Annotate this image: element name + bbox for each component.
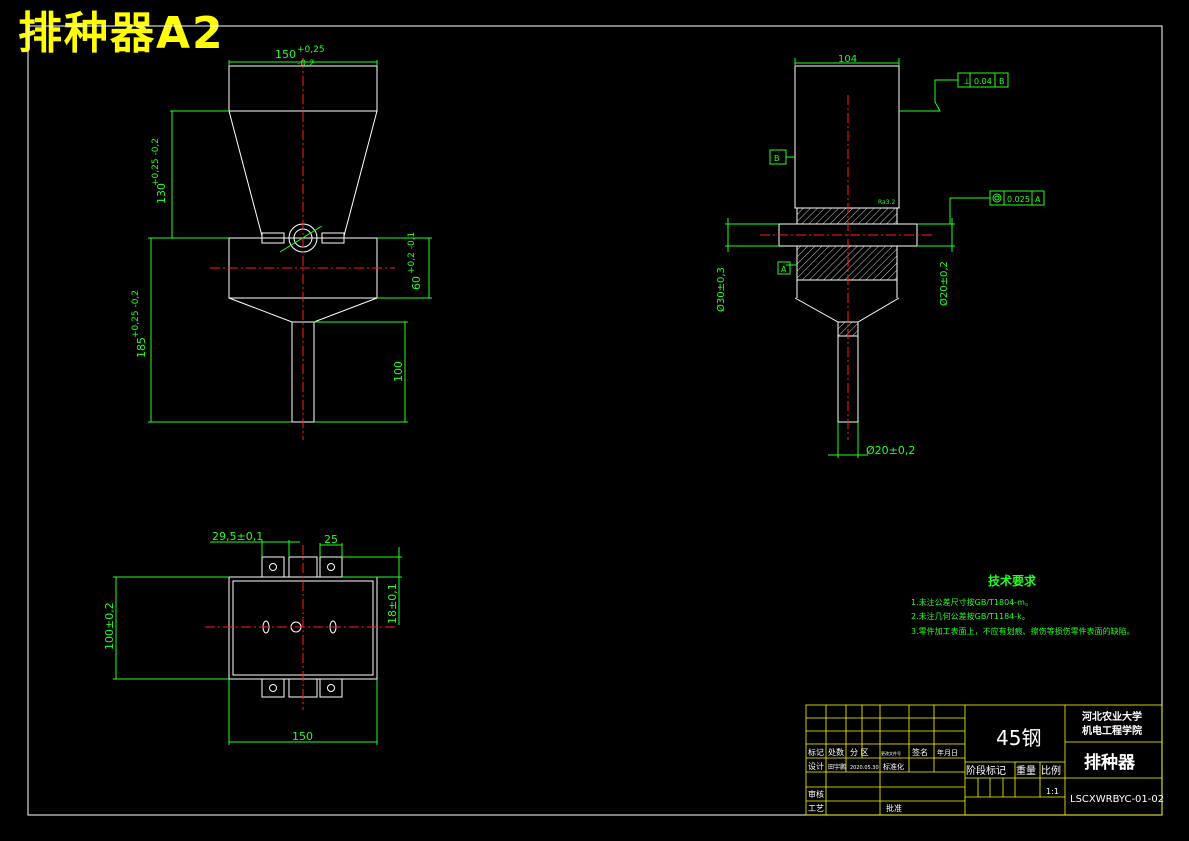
side-centerlines <box>760 95 935 440</box>
design-label: 设计 <box>808 761 824 771</box>
datum-b-box <box>769 149 787 165</box>
tech-notes-heading: 技术要求 <box>988 573 1037 588</box>
dim-top-width-lower: -0,2 <box>297 59 315 69</box>
plan-centerlines <box>205 545 395 710</box>
side-hopper <box>794 65 900 209</box>
dim-body-height-tol: +0,2 -0,1 <box>407 232 417 274</box>
hopper-left-edge <box>228 110 263 237</box>
tol-perp-ref: B <box>999 77 1005 86</box>
dim-plan-height: 100±0,2 <box>103 602 116 650</box>
dim-plan-small: 18±0,1 <box>386 583 399 624</box>
row-mark-1: 处数 <box>828 747 844 757</box>
design-date: 2020.05.30 <box>850 765 879 771</box>
process-label: 工艺 <box>808 804 824 813</box>
dim-body-height: 60 <box>410 276 423 290</box>
plan-dimension-lines <box>113 540 402 745</box>
side-dimension-lines <box>725 58 990 458</box>
row-mark-2: 分 区 <box>850 748 869 757</box>
roughness-label: Ra3.2 <box>878 199 895 206</box>
dim-side-dia30: Ø30±0,3 <box>715 267 727 312</box>
side-lower-taper <box>794 297 900 323</box>
drawing-title: 排种器A2 <box>18 8 225 59</box>
tol-perp-value: 0.04 <box>974 77 992 86</box>
stage-label: 阶段标记 <box>966 764 1006 777</box>
std-label: 标准化 <box>883 762 904 771</box>
datum-a-box <box>777 261 791 275</box>
approve-label: 批准 <box>886 803 902 813</box>
dim-top-width: 150 <box>275 48 296 61</box>
geometric-tolerance-frames <box>769 72 1045 275</box>
svg-text:⊥: ⊥ <box>963 77 971 87</box>
part-name: 排种器 <box>1084 752 1136 773</box>
front-dimension-lines <box>148 60 432 423</box>
dim-side-dia20-right: Ø20±0,2 <box>938 261 950 306</box>
dim-side-top-width: 104 <box>838 54 857 65</box>
side-view <box>778 65 918 423</box>
weight-label: 重量 <box>1016 764 1036 777</box>
school-line-2: 机电工程学院 <box>1082 724 1142 737</box>
dim-total-height-tol: +0,25 -0,2 <box>131 290 141 338</box>
dim-top-width-upper: +0,25 <box>297 45 325 55</box>
dim-total-height: 185 <box>135 337 148 358</box>
dim-side-dia20-bottom: Ø20±0,2 <box>866 444 915 457</box>
tech-note-1: 1.未注公差尺寸按GB/T1804-m。 <box>911 597 1033 607</box>
dim-hopper-height-tol: +0,25 -0,2 <box>151 138 161 186</box>
row-mark-4: 签名 <box>912 747 928 757</box>
school-line-1: 河北农业大学 <box>1082 710 1142 723</box>
drawing-number: LSCXWRBYC-01-02 <box>1070 794 1164 805</box>
front-centerlines <box>210 58 395 440</box>
plan-outer <box>228 576 378 680</box>
review-label: 审核 <box>808 789 824 799</box>
tech-note-2: 2.未注几何公差按GB/T1184-k。 <box>911 611 1030 621</box>
tol-conc-value: 0.025 <box>1007 195 1030 204</box>
hopper-right-edge <box>343 110 378 237</box>
scale-value: 1:1 <box>1046 787 1059 796</box>
dim-hopper-height: 130 <box>155 183 168 204</box>
drawing-border <box>27 25 1163 816</box>
datum-b-label: B <box>774 154 780 163</box>
dim-tube-length: 100 <box>392 361 405 382</box>
dim-plan-tab: 25 <box>324 533 338 546</box>
datum-a-label: A <box>781 265 787 274</box>
dim-plan-width: 150 <box>292 730 313 743</box>
tech-note-3: 3.零件加工表面上，不应有划痕、擦伤等损伤零件表面的缺陷。 <box>911 626 1135 636</box>
tol-conc-ref: A <box>1035 195 1041 204</box>
title-block <box>805 704 1163 816</box>
row-mark-5: 年月日 <box>937 748 958 757</box>
material-label: 45钢 <box>996 726 1041 750</box>
scale-label: 比例 <box>1041 764 1061 777</box>
designer-name: 田宇鹏 <box>828 763 846 771</box>
row-mark-3: 更改文件号 <box>881 750 901 756</box>
row-mark-0: 标记 <box>808 747 824 757</box>
dim-plan-gap: 29,5±0,1 <box>212 530 263 543</box>
